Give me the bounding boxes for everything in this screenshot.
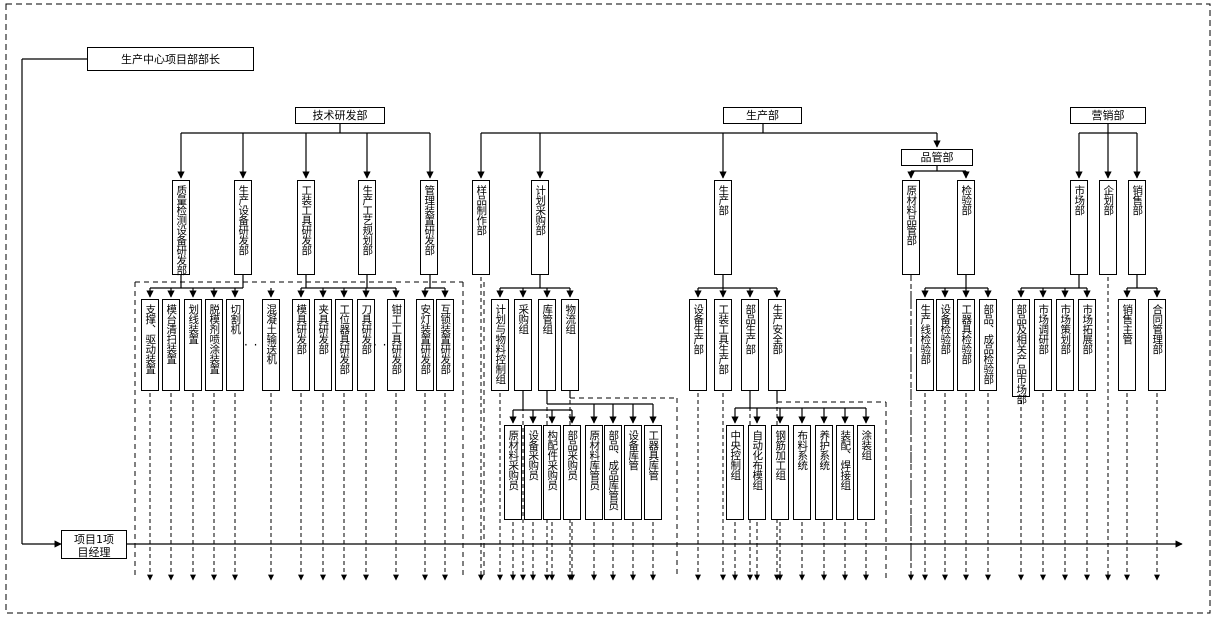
prod-sub-parts: 部品生产部 xyxy=(741,299,759,391)
project-manager-line1: 项目1项 xyxy=(74,533,114,546)
warehouse-equipment: 设备库管 xyxy=(624,425,642,520)
warehouse-tools: 工器具库管 xyxy=(644,425,662,520)
prod-group-central-control: 中央控制组 xyxy=(726,425,744,520)
tech-sub-ellipsis: · · · xyxy=(244,338,269,352)
tech-sub-marking: 划线装置 xyxy=(184,299,202,391)
tech-unit-process-planning: 生产工艺规划部 xyxy=(358,180,376,275)
plan-group-warehouse: 库管组 xyxy=(538,299,556,391)
prod-group-assembly-welding: 装配、焊接组 xyxy=(836,425,854,520)
sales-unit-market: 市场部 xyxy=(1070,180,1088,275)
prod-group-rebar: 钢筋加工组 xyxy=(771,425,789,520)
sales-unit-planning: 企划部 xyxy=(1099,180,1117,275)
tech-sub-concrete-conveyor: 混凝土输送机 xyxy=(262,299,280,391)
tech-sub-interlock-rd: 互锁装置研发部 xyxy=(436,299,454,391)
tech-sub-andon-rd: 安灯装置研发部 xyxy=(416,299,434,391)
market-sub-expansion: 市场拓展部 xyxy=(1078,299,1096,391)
tech-unit-management-devices: 管理装置研发部 xyxy=(420,180,438,275)
prod-unit-production: 生产部 xyxy=(714,180,732,275)
insp-sub-production-line: 生产线检验部 xyxy=(916,299,934,391)
quality-unit-raw-material: 原材料品管部 xyxy=(902,180,920,275)
warehouse-raw-material: 原材料库管员 xyxy=(585,425,603,520)
tech-unit-quality-equipment: 质量检测设备研发部 xyxy=(172,180,190,275)
tech-sub-support-drive: 支撑、驱动装置 xyxy=(141,299,159,391)
quality-unit-inspection: 检验部 xyxy=(957,180,975,275)
tech-unit-sample-making: 样品制作部 xyxy=(472,180,490,275)
plan-group-purchasing: 采购组 xyxy=(514,299,532,391)
dept-sales-box: 营销部 xyxy=(1070,107,1146,124)
outer-dashed-frame xyxy=(5,3,1211,614)
market-sub-research: 市场调研部 xyxy=(1034,299,1052,391)
tech-sub-mold-cleaning: 模台清扫装置 xyxy=(162,299,180,391)
prod-group-coating: 涂装组 xyxy=(857,425,875,520)
insp-sub-tools: 工器具检验部 xyxy=(957,299,975,391)
dept-production-box: 生产部 xyxy=(723,107,802,124)
project-manager-line2: 目经理 xyxy=(77,546,111,559)
plan-group-material-control: 计划与物料控制组 xyxy=(491,299,509,391)
insp-sub-equipment: 设备检验部 xyxy=(936,299,954,391)
sales-sub-manager: 销售主管 xyxy=(1118,299,1136,391)
sales-unit-sales: 销售部 xyxy=(1128,180,1146,275)
tech-sub-fitter-tools-rd: 钳工工具研发部 xyxy=(387,299,405,391)
tech-sub-fixture-rd: 夹具研发部 xyxy=(314,299,332,391)
tech-unit-tooling: 工装工具研发部 xyxy=(297,180,315,275)
prod-sub-equipment: 设备生产部 xyxy=(689,299,707,391)
warehouse-parts-products: 部品、成品库管员 xyxy=(604,425,622,520)
prod-sub-safety: 生产安全部 xyxy=(768,299,786,391)
director-box: 生产中心项目部部长 xyxy=(87,47,254,71)
prod-group-distribution: 布料系统 xyxy=(793,425,811,520)
dept-quality-box: 品管部 xyxy=(901,149,973,166)
purchase-equipment: 设备采购员 xyxy=(524,425,542,520)
prod-group-curing: 养护系统 xyxy=(815,425,833,520)
tech-unit-production-equipment: 生产设备研发部 xyxy=(234,180,252,275)
prod-unit-planning-purchasing: 计划采购部 xyxy=(531,180,549,275)
tech-sub-cutting-tools-rd: 刀具研发部 xyxy=(357,299,375,391)
market-sub-planning: 市场策划部 xyxy=(1056,299,1074,391)
sales-sub-contracts: 合同管理部 xyxy=(1148,299,1166,391)
purchase-parts: 部品采购员 xyxy=(563,425,581,520)
dept-tech-box: 技术研发部 xyxy=(295,107,385,124)
tech-sub-mold-rd: 模具研发部 xyxy=(292,299,310,391)
prod-group-auto-molding: 自动化布模组 xyxy=(748,425,766,520)
tech-sub-release-agent: 脱模剂喷涂装置 xyxy=(205,299,223,391)
plan-group-logistics: 物流组 xyxy=(561,299,579,391)
insp-sub-parts-products: 部品、成品检验部 xyxy=(979,299,997,391)
purchase-components: 构配件采购员 xyxy=(543,425,561,520)
prod-sub-tooling: 工装工具生产部 xyxy=(714,299,732,391)
market-sub-parts-market: 部品及相关产品市场部 xyxy=(1012,299,1030,404)
purchase-raw-material: 原材料采购员 xyxy=(504,425,522,520)
tech-sub-station-tools-rd: 工位器具研发部 xyxy=(335,299,353,391)
tech-sub-cutter: 切割机 xyxy=(226,299,244,391)
project-manager-box: 项目1项 目经理 xyxy=(61,530,127,559)
